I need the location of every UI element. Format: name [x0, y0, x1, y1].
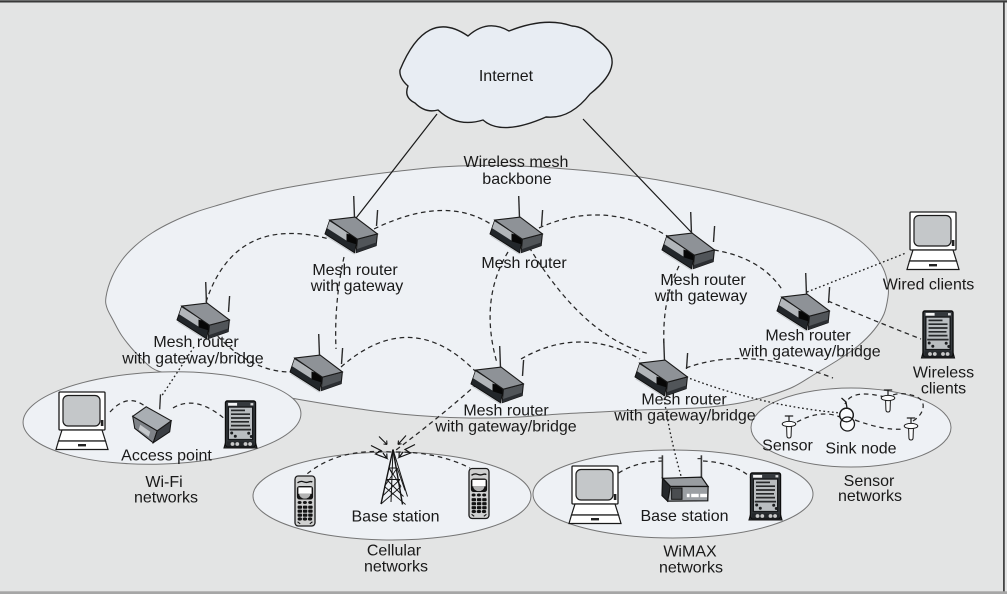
svg-text:with gateway/bridge: with gateway/bridge [613, 408, 756, 425]
svg-text:Mesh router: Mesh router [765, 328, 851, 345]
svg-text:Wired clients: Wired clients [883, 277, 975, 294]
svg-text:clients: clients [921, 381, 966, 398]
svg-text:Mesh router: Mesh router [481, 255, 567, 272]
svg-text:Mesh router: Mesh router [660, 272, 746, 289]
svg-text:backbone: backbone [482, 171, 551, 188]
svg-text:Mesh router: Mesh router [312, 262, 398, 279]
svg-text:with gateway/bridge: with gateway/bridge [434, 419, 577, 436]
svg-text:WiMAX: WiMAX [663, 544, 717, 561]
svg-text:Sensor: Sensor [844, 473, 895, 490]
svg-text:networks: networks [838, 488, 902, 505]
svg-text:Internet: Internet [479, 68, 534, 85]
svg-text:networks: networks [659, 560, 723, 577]
svg-text:Mesh router: Mesh router [641, 392, 727, 409]
svg-text:Wireless mesh: Wireless mesh [464, 154, 569, 171]
svg-text:Sink node: Sink node [825, 441, 896, 458]
svg-text:Base station: Base station [640, 508, 728, 525]
svg-text:with gateway/bridge: with gateway/bridge [121, 351, 264, 368]
svg-text:with gateway/bridge: with gateway/bridge [738, 344, 881, 361]
svg-text:Mesh router: Mesh router [463, 403, 549, 420]
svg-text:networks: networks [364, 559, 428, 576]
svg-text:Mesh router: Mesh router [153, 334, 239, 351]
svg-text:Access point: Access point [121, 448, 212, 465]
svg-text:Wireless: Wireless [913, 365, 974, 382]
svg-text:Cellular: Cellular [367, 543, 422, 560]
svg-text:with gateway: with gateway [310, 278, 404, 295]
svg-text:networks: networks [134, 490, 198, 507]
svg-text:Wi-Fi: Wi-Fi [145, 474, 182, 491]
svg-text:Sensor: Sensor [762, 438, 813, 455]
svg-text:with gateway: with gateway [654, 288, 748, 305]
svg-text:Base station: Base station [351, 509, 439, 526]
